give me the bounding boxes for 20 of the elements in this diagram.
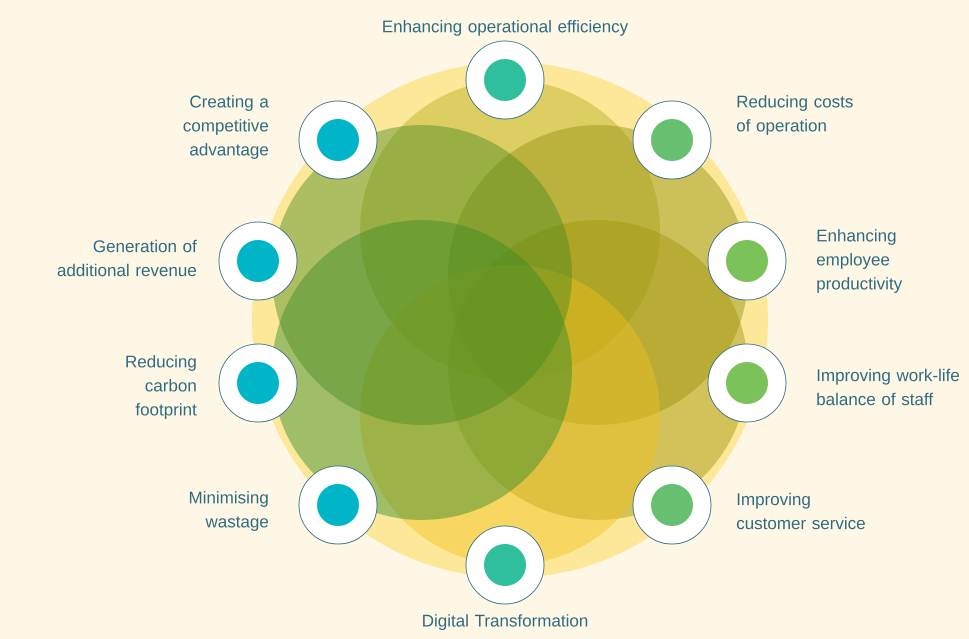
circle-marker [298,100,378,180]
circle-marker [632,100,712,180]
node-label: Generation of additional revenue [58,240,197,276]
node-label: Minimising wastage [190,491,268,531]
circle-marker [218,222,298,300]
node-label: Enhancing operational efficiency [383,20,628,36]
node-label: Enhancing employee productivity [816,229,902,293]
node-label: Reducing carbon footprint [126,355,197,419]
node-label: Reducing costs of operation [736,95,853,135]
circle-marker [466,40,544,120]
circle-marker [466,526,544,604]
node-label: Digital Transformation [423,614,588,630]
circle-marker [632,466,712,544]
node-label: Improving work-life balance of staff [817,368,960,406]
node-label: Creating a competitive advantage [184,95,269,159]
circle-marker [708,222,786,300]
circle-marker [298,466,378,544]
circle-marker [218,344,298,422]
circle-marker [708,344,786,422]
node-label: Improving customer service [736,492,865,530]
